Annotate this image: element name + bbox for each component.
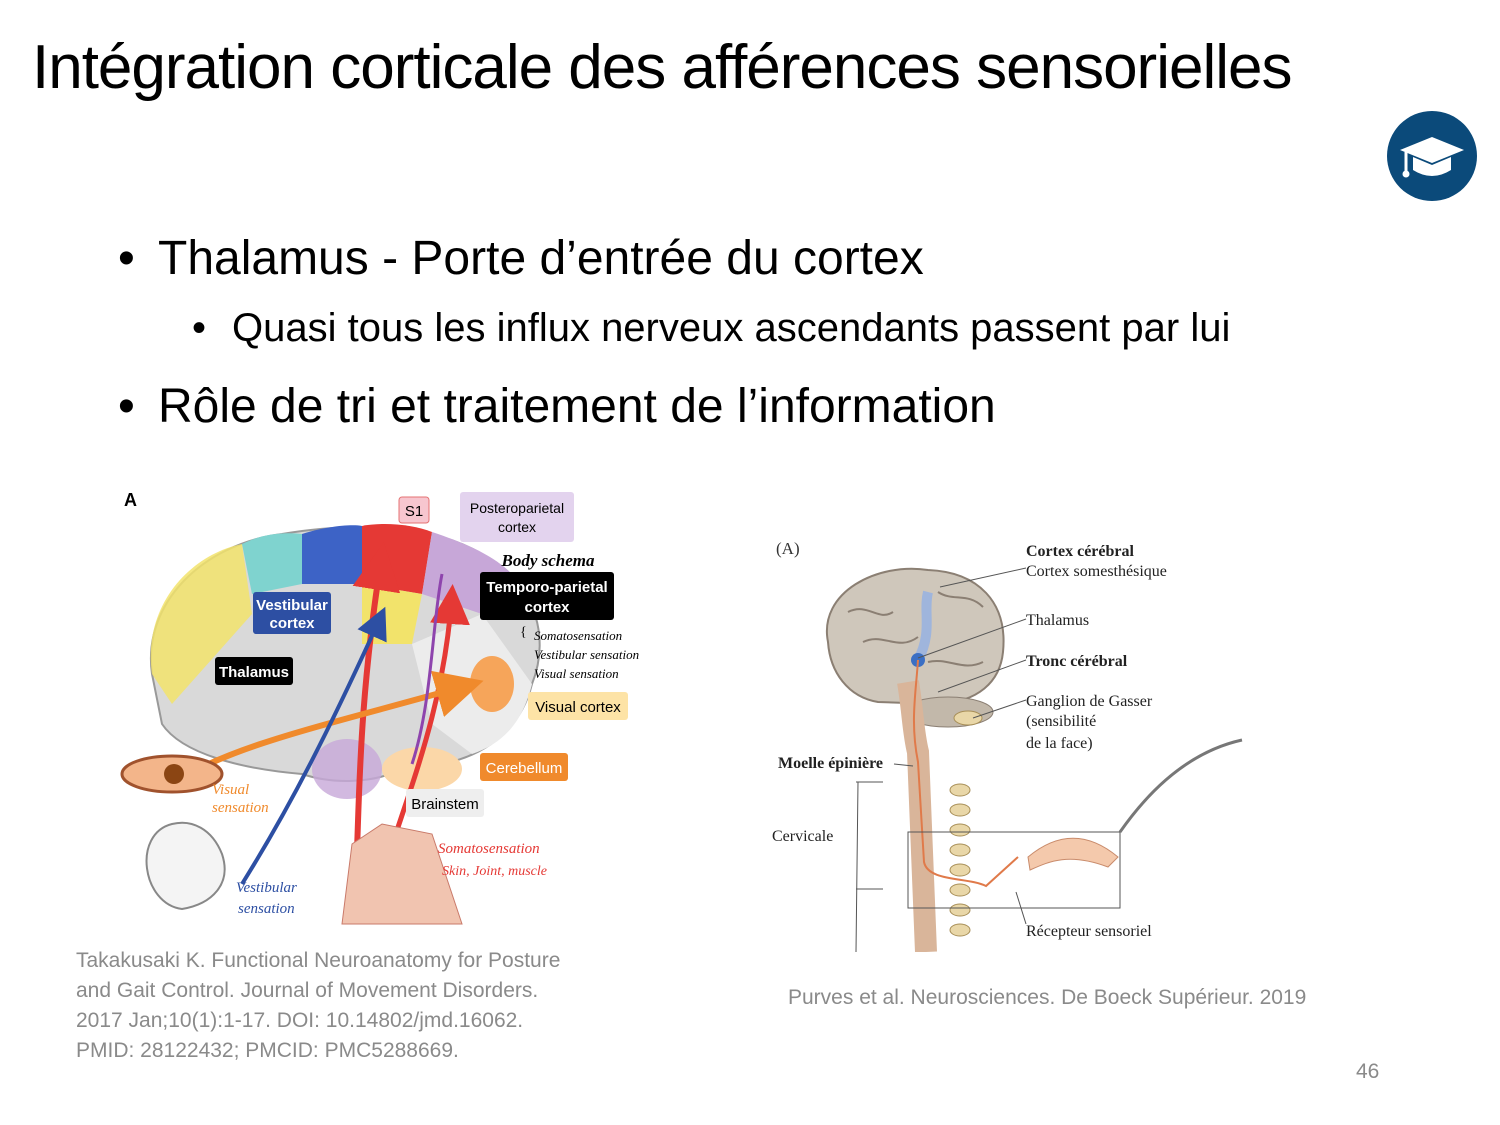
label-moelle-epiniere: Moelle épinière — [778, 755, 883, 772]
label-temporo-parietal-1: Temporo-parietal — [486, 579, 607, 596]
caption-line-4: PMID: 28122432; PMCID: PMC5288669. — [76, 1039, 459, 1062]
label-ganglion-3: de la face) — [1026, 735, 1093, 752]
label-recepteur-sensoriel: Récepteur sensoriel — [1026, 923, 1152, 940]
caption-line-2: and Gait Control. Journal of Movement Di… — [76, 979, 539, 1002]
bullet-1-sub-1: •Quasi tous les influx nerveux ascendant… — [192, 306, 1231, 350]
label-brace-vestibular: Vestibular sensation — [534, 647, 639, 662]
label-vestibular-cortex-1: Vestibular — [256, 597, 328, 614]
label-brainstem: Brainstem — [411, 796, 479, 813]
figure-right-caption: Purves et al. Neurosciences. De Boeck Su… — [788, 986, 1307, 1009]
label-posteroparietal-2: cortex — [498, 519, 536, 535]
bullet-1-sub-1-text: Quasi tous les influx nerveux ascendants… — [232, 306, 1231, 350]
slide-title: Intégration corticale des afférences sen… — [32, 33, 1292, 102]
figure-right-panel-letter: (A) — [776, 539, 800, 558]
page-number: 46 — [1356, 1060, 1380, 1083]
label-cortex-cerebral: Cortex cérébral — [1026, 543, 1134, 560]
label-visual-sensation-1: Visual — [212, 782, 249, 798]
label-somatosensation: Somatosensation — [438, 841, 540, 857]
somatosensory-pathway-figure: (A) Cortex cérébral Cortex somesthésique… — [772, 539, 1243, 952]
label-tronc-cerebral: Tronc cérébral — [1026, 653, 1128, 670]
label-ganglion-1: Ganglion de Gasser — [1026, 693, 1153, 710]
caption-line-1: Takakusaki K. Functional Neuroanatomy fo… — [76, 949, 561, 972]
label-ganglion-2: (sensibilité — [1026, 713, 1096, 730]
label-brace-visual: Visual sensation — [534, 666, 619, 681]
label-cervicale: Cervicale — [772, 828, 833, 845]
sensory-integration-brain-figure: A S1 Posteroparietal cortex Body schema … — [120, 490, 639, 925]
label-thalamus: Thalamus — [219, 664, 289, 681]
label-posteroparietal-1: Posteroparietal — [470, 500, 564, 516]
label-cerebellum: Cerebellum — [486, 760, 563, 777]
figure-left-caption: Takakusaki K. Functional Neuroanatomy fo… — [76, 946, 560, 1066]
figure-left-panel-letter: A — [124, 490, 137, 510]
label-s1: S1 — [405, 503, 423, 520]
brain-illustration — [825, 567, 1005, 706]
label-temporo-parietal-2: cortex — [524, 599, 570, 616]
caption-line-3: 2017 Jan;10(1):1-17. DOI: 10.14802/jmd.1… — [76, 1009, 524, 1032]
label-thalamus-right: Thalamus — [1026, 612, 1089, 629]
graduation-cap-icon — [1387, 111, 1477, 201]
label-body-schema: Body schema — [500, 551, 595, 570]
label-vestibular-sensation-2: sensation — [238, 901, 295, 917]
bullet-2: •Rôle de tri et traitement de l’informat… — [118, 380, 996, 433]
label-visual-sensation-2: sensation — [212, 800, 269, 816]
label-vestibular-cortex-2: cortex — [269, 615, 315, 632]
label-skin-joint-muscle: Skin, Joint, muscle — [442, 864, 547, 879]
label-visual-cortex: Visual cortex — [535, 699, 621, 716]
label-vestibular-sensation-1: Vestibular — [236, 880, 297, 896]
label-cortex-somesthesique: Cortex somesthésique — [1026, 563, 1167, 580]
bullet-1-text: Thalamus - Porte d’entrée du cortex — [158, 232, 924, 285]
bullet-1: •Thalamus - Porte d’entrée du cortex — [118, 232, 924, 285]
label-brace-somatosensation: Somatosensation — [534, 628, 622, 643]
bullet-2-text: Rôle de tri et traitement de l’informati… — [158, 380, 996, 433]
brace-brace: { — [520, 625, 527, 640]
